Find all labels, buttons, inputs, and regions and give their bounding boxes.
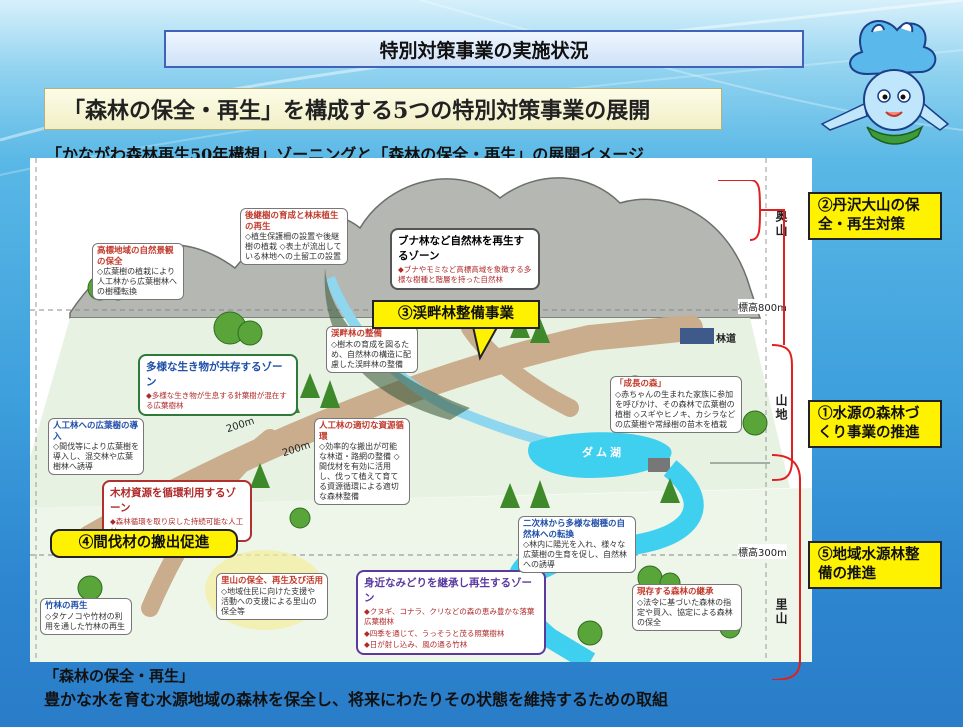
forest-zoning-illustration: ブナ林など自然林を再生するゾーン ◆ブナやモミなど高標高域を象徴する多様な樹種と… <box>30 158 812 662</box>
road-label: 林道 <box>716 334 736 345</box>
beech-zone-box: ブナ林など自然林を再生するゾーン ◆ブナやモミなど高標高域を象徴する多様な樹種と… <box>390 228 540 290</box>
mascot-icon <box>820 20 950 145</box>
callout-3: ③渓畔林整備事業 <box>372 300 540 329</box>
sign-natural-landscape: 高標地域の自然景観の保全 ◇広葉樹の植栽により人工林から広葉樹林への樹種転換 <box>92 243 184 301</box>
sign-satoyama: 里山の保全、再生及び活用 ◇地域住民に向けた支援や活動への支援による里山の保全等 <box>216 573 328 620</box>
altitude-800-label: 標高800m <box>738 299 787 314</box>
dam-lake-label: ダム湖 <box>582 446 624 459</box>
footer-description: 豊かな水を育む水源地域の森林を保全し、将来にわたりその状態を維持するための取組 <box>44 690 669 709</box>
sanchi-label: 山地 <box>774 394 788 422</box>
altitude-300-label: 標高300m <box>738 544 787 559</box>
sign-successor-trees: 後継樹の育成と林床植生の再生 ◇植生保護柵の設置や後継樹の植栽 ◇表土が流出して… <box>240 208 348 266</box>
satoyama-label: 里山 <box>774 598 788 626</box>
callout-5: ⑤地域水源林整備の推進 <box>808 541 942 589</box>
callout-4: ④間伐材の搬出促進 <box>50 529 238 558</box>
sign-resource-cycle: 人工林の適切な資源循環 ◇効率的な搬出が可能な林道・路網の整備 ◇間伐材を有効に… <box>314 418 410 506</box>
sign-bamboo: 竹林の再生 ◇タケノコや竹材の利用を通した竹林の再生 <box>40 598 132 635</box>
footer-heading: 「森林の保全・再生」 <box>44 667 195 685</box>
sign-growth-forest: 「成長の森」 ◇赤ちゃんの生まれた家族に参加を呼びかけ、その森林で広葉樹の植樹 … <box>610 376 742 433</box>
callout-2: ②丹沢大山の保全・再生対策 <box>808 192 942 240</box>
sign-secondary-forest: 二次林から多様な樹種の自然林への転換 ◇林内に陽光を入れ、様々な広葉樹の生育を促… <box>518 516 636 574</box>
diverse-zone-box: 多様な生き物が共存するゾーン ◆多様な生き物が生息する針葉樹が混在する広葉樹林 <box>138 354 298 416</box>
page-title: 特別対策事業の実施状況 <box>164 30 804 68</box>
red-brackets <box>718 180 801 680</box>
sign-keihan-forest: 渓畔林の整備 ◇樹木の育成を図るため、自然林の構造に配慮した渓畔林の整備 <box>326 326 418 373</box>
page-subtitle: 「森林の保全・再生」を構成する5つの特別対策事業の展開 <box>44 88 722 130</box>
sign-broadleaf-introduction: 人工林への広葉樹の導入 ◇間伐等により広葉樹を導入し、混交林や広葉樹林へ誘導 <box>48 418 144 476</box>
green-zone-box: 身近なみどりを継承し再生するゾーン ◆クヌギ、コナラ、クリなどの森の恵み豊かな落… <box>356 570 546 655</box>
callout-1: ①水源の森林づくり事業の推進 <box>808 400 942 448</box>
sign-existing-forest: 現存する森林の継承 ◇法令に基づいた森林の指定や買入、協定による森林の保全 <box>632 584 742 631</box>
